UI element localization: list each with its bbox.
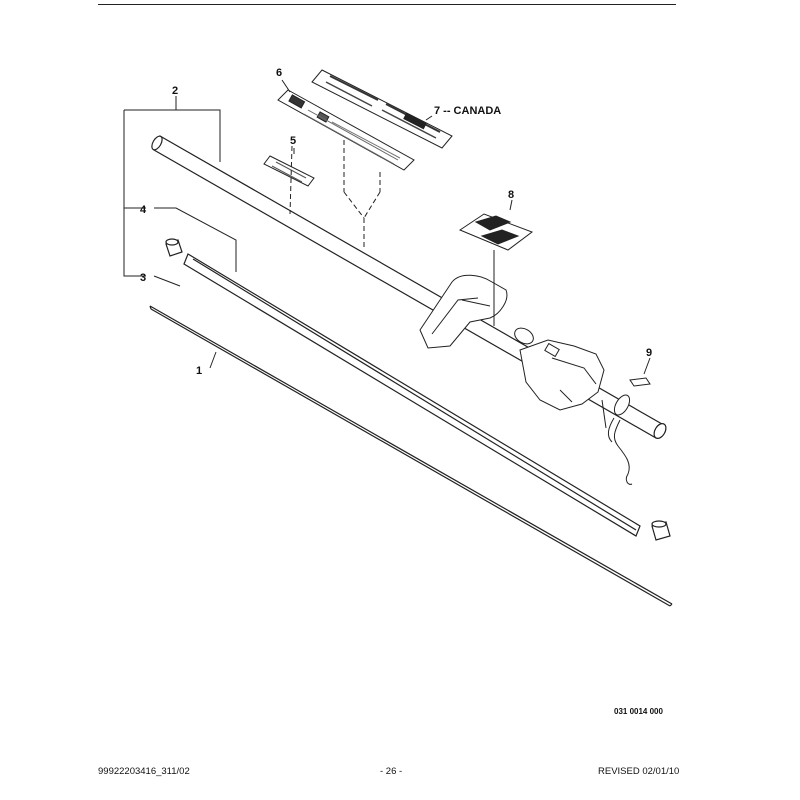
decal-7-canada[interactable] xyxy=(311,69,453,149)
label-9[interactable] xyxy=(629,377,651,387)
top-rule xyxy=(98,4,676,5)
callout-6: 6 xyxy=(276,67,282,79)
callout-9: 9 xyxy=(646,347,652,359)
bushing-right[interactable] xyxy=(651,520,671,541)
leader-lines xyxy=(123,79,651,375)
callout-1: 1 xyxy=(196,365,202,377)
decal-8[interactable] xyxy=(458,213,534,251)
decal-5[interactable] xyxy=(263,155,315,187)
footer-revision: REVISED 02/01/10 xyxy=(598,766,680,777)
callout-8: 8 xyxy=(508,189,514,201)
drawing-code: 031 0014 000 xyxy=(614,707,663,716)
callout-7-canada: 7 -- CANADA xyxy=(434,105,501,117)
shaft-liner[interactable] xyxy=(183,253,641,537)
handle-assembly xyxy=(419,274,633,485)
footer-page-number: - 26 - xyxy=(380,766,403,777)
callout-4: 4 xyxy=(140,204,147,216)
footer-part-number: 99922203416_311/02 xyxy=(98,766,190,777)
bushing-left[interactable] xyxy=(165,238,183,257)
drive-shaft[interactable] xyxy=(149,305,673,607)
callout-5: 5 xyxy=(290,135,296,147)
callout-2: 2 xyxy=(172,85,178,97)
callout-3: 3 xyxy=(140,272,146,284)
decal-6[interactable] xyxy=(277,89,415,171)
